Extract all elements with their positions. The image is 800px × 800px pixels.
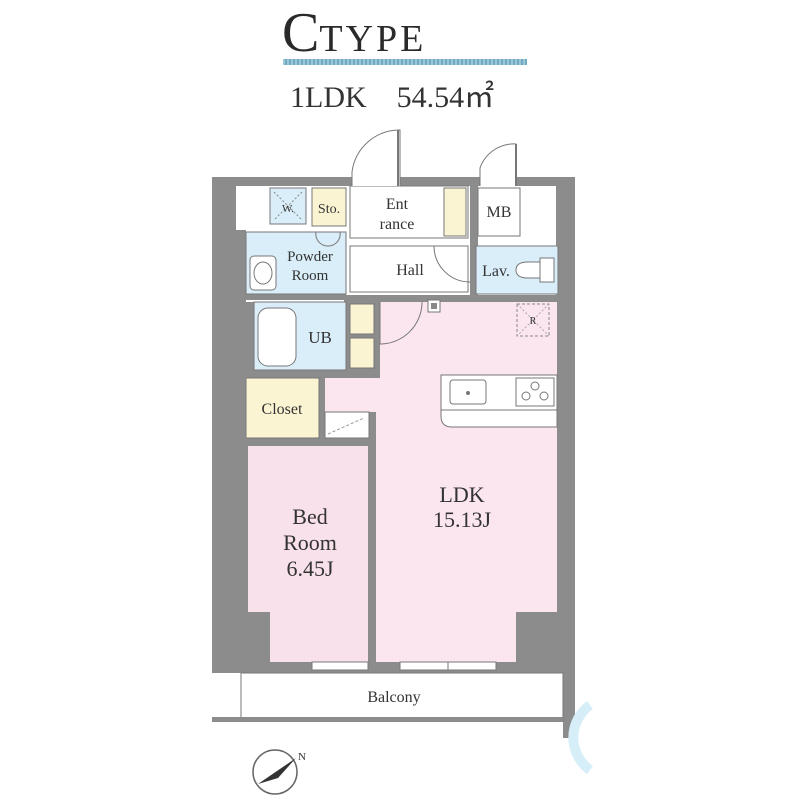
refrigerator-cross-icon xyxy=(516,303,550,337)
ldk-name: LDK xyxy=(439,482,484,507)
entrance-label-line1: Ent xyxy=(386,196,409,213)
linen-shelf-bottom xyxy=(349,337,375,369)
bedroom-corner-wall xyxy=(212,612,270,673)
powder-sink xyxy=(249,255,277,291)
compass-needle-icon xyxy=(258,758,296,784)
bedroom-label-line1: Bed xyxy=(292,504,327,529)
entrance-door-swing xyxy=(351,129,401,186)
wall-ldk-left xyxy=(374,302,380,378)
bathtub-icon xyxy=(257,307,297,367)
storage-door-swing xyxy=(327,417,365,435)
layout-type: 1LDK xyxy=(290,81,367,114)
compass-north-label: N xyxy=(298,751,306,763)
mb-label: MB xyxy=(487,204,512,221)
wall-hall-right xyxy=(470,186,478,296)
small-storage xyxy=(324,411,370,439)
powder-label-line2: Room xyxy=(292,268,329,284)
lav-label: Lav. xyxy=(482,263,510,280)
balcony-floor xyxy=(240,672,564,722)
balcony-parapet xyxy=(212,717,563,722)
wic-cross-icon xyxy=(273,191,303,221)
title-underline xyxy=(283,59,527,65)
mb-box xyxy=(477,187,521,237)
hall-door-swing xyxy=(379,301,423,345)
ldk-size: 15.13J xyxy=(433,507,492,532)
toilet-tank xyxy=(539,257,555,283)
compass-ring xyxy=(252,749,298,795)
entrance-label-line2: rance xyxy=(380,216,415,233)
sink-drain-icon xyxy=(466,391,470,395)
wall-wet-top xyxy=(246,294,346,300)
linen-shelf-top xyxy=(349,303,375,335)
shoe-cabinet xyxy=(443,187,467,237)
lav-door-swing xyxy=(433,245,471,283)
storage-label: Sto. xyxy=(318,202,340,217)
toilet-icon xyxy=(515,261,541,279)
hall-label: Hall xyxy=(396,262,424,279)
wall-ldk-top xyxy=(344,295,558,302)
wall-closet-right xyxy=(319,378,325,438)
decorative-arc xyxy=(568,700,594,775)
burner-left-icon xyxy=(521,391,531,401)
balcony-label: Balcony xyxy=(367,689,420,706)
bedroom-window xyxy=(311,661,369,671)
plan-title: CTYPE xyxy=(282,2,426,70)
stove-icon xyxy=(515,377,555,407)
refrigerator-label: R xyxy=(530,316,537,327)
refrigerator-space xyxy=(516,303,550,337)
closet-floor xyxy=(245,377,320,439)
powder-door-swing xyxy=(315,231,341,247)
burner-right-icon xyxy=(539,391,549,401)
title-initial: C xyxy=(282,2,320,64)
wall-left-inner xyxy=(236,230,246,440)
wall-bed-ldk xyxy=(368,412,376,670)
wic-label: W. xyxy=(282,203,294,215)
floor-area: 54.54㎡ xyxy=(396,81,495,114)
plan-subtitle: 1LDK 54.54㎡ xyxy=(290,72,494,116)
hall-box xyxy=(349,245,469,293)
bedroom-label-line2: Room xyxy=(283,530,337,555)
powder-label-line1: Powder xyxy=(287,249,333,265)
wall-closet-bottom xyxy=(246,438,368,446)
burner-back-icon xyxy=(530,381,540,391)
pipe-space-inner xyxy=(431,303,437,309)
ub-label: UB xyxy=(308,328,332,347)
closet-label: Closet xyxy=(262,401,303,418)
powder-sink-bowl-icon xyxy=(253,261,273,285)
bedroom-size: 6.45J xyxy=(286,556,334,581)
title-rest: TYPE xyxy=(319,18,427,60)
wall-ub-bottom xyxy=(246,370,376,378)
mb-door-swing xyxy=(479,143,517,186)
storage-box xyxy=(311,187,347,227)
ldk-corner-wall xyxy=(516,612,575,673)
